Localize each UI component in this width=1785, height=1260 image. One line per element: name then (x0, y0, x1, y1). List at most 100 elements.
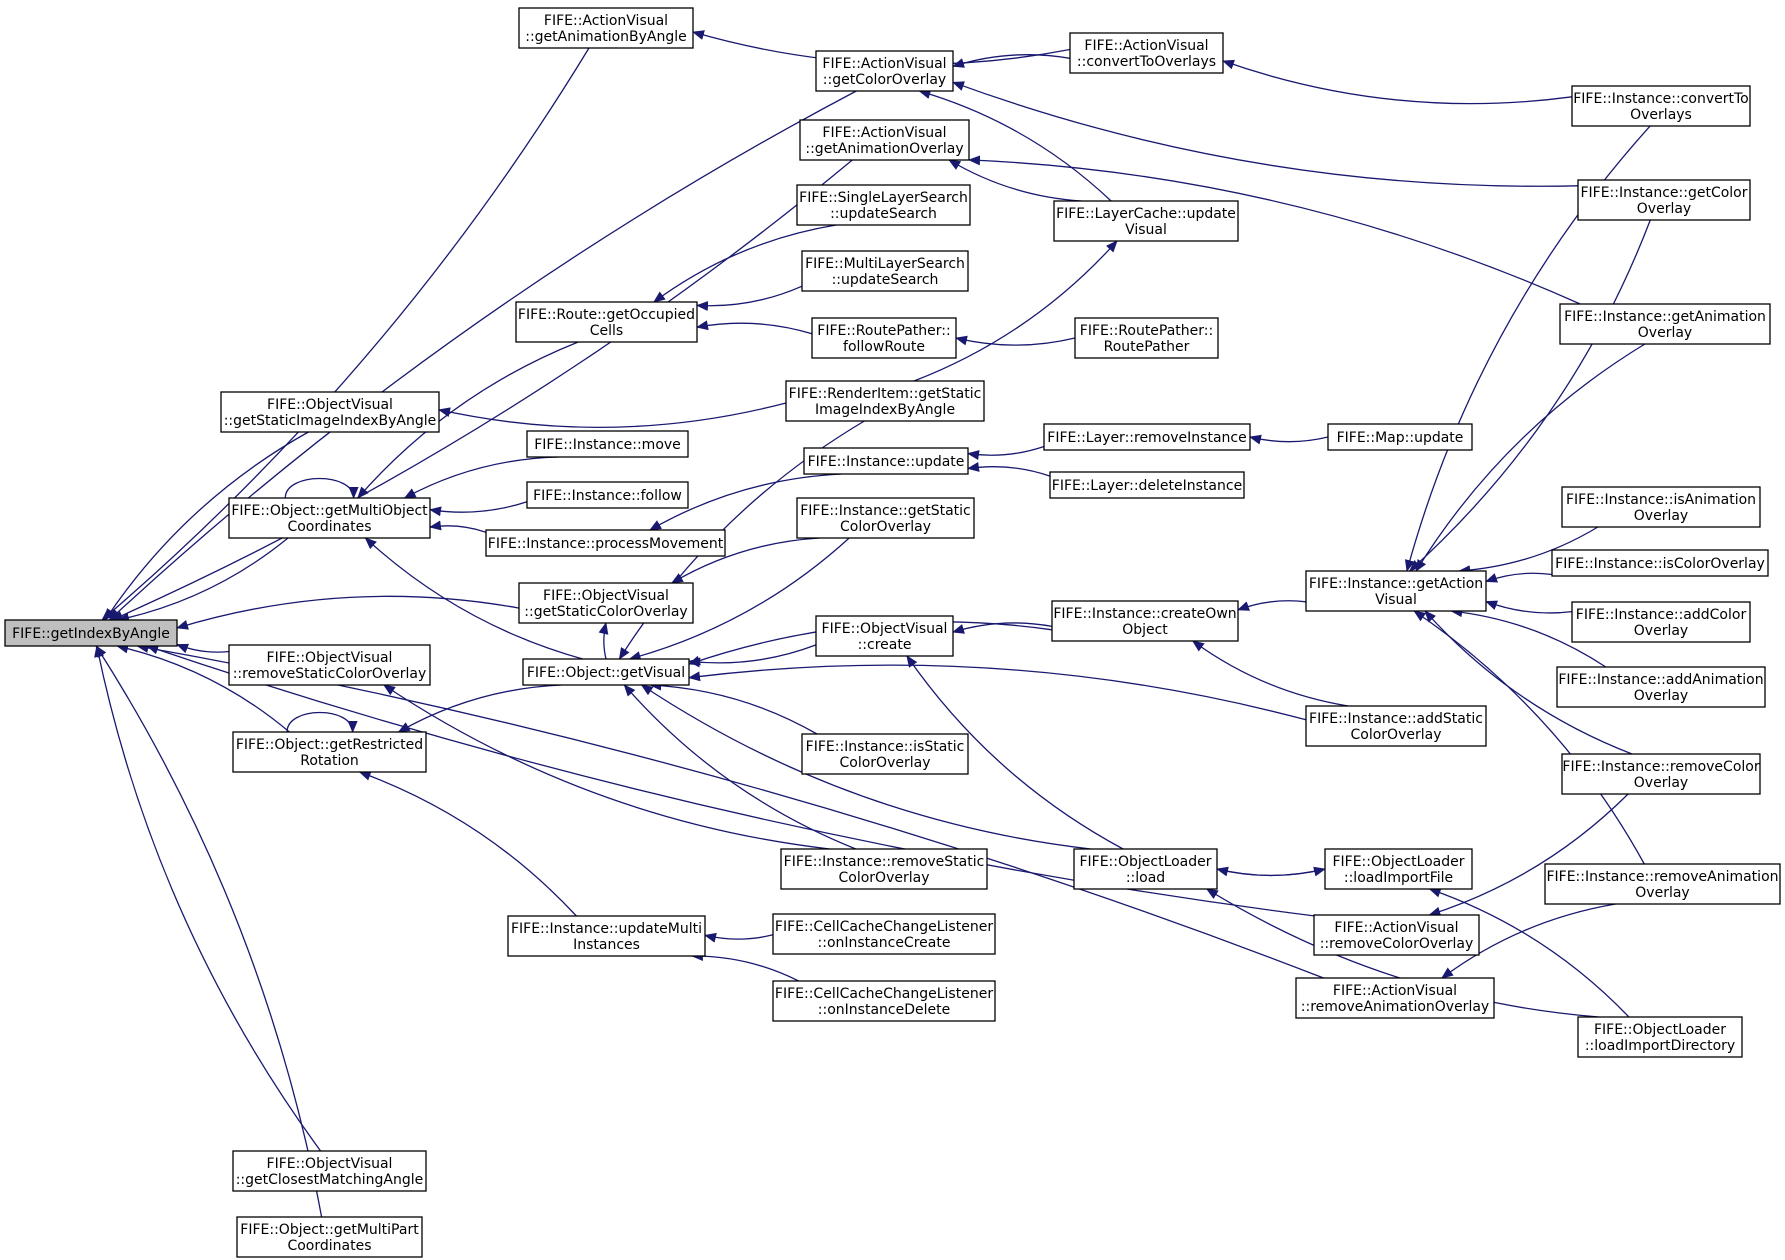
node-fife-getindexbyangle[interactable]: FIFE::getIndexByAngle (4, 619, 178, 647)
node-av-getcoloroverlay[interactable]: FIFE::ActionVisual::getColorOverlay (815, 50, 954, 92)
node-label: FIFE::Instance::convertTo (1573, 91, 1749, 107)
node-label: FIFE::Instance::getAction (1309, 576, 1483, 592)
edge-inst-converttooverlays-to-av-converttooverlays (1222, 59, 1573, 105)
edge-inst-getstaticcoloroverlay-to-ov-getstaticcoloroverlay (670, 537, 820, 584)
node-label: ::onInstanceDelete (818, 1002, 950, 1018)
node-av-converttooverlays[interactable]: FIFE::ActionVisual::convertToOverlays (1069, 32, 1224, 74)
edge-layercache-updatevisual-to-av-getanimationoverlay (948, 159, 1082, 202)
node-av-getanimationbyangle[interactable]: FIFE::ActionVisual::getAnimationByAngle (518, 7, 694, 49)
node-inst-converttooverlays[interactable]: FIFE::Instance::convertToOverlays (1571, 85, 1751, 127)
edge-objectloader-load-to-objectloader-loadimportfile (1216, 866, 1326, 877)
edge-route-getoccupiedcells-to-obj-getmultiobjectcoordinates (357, 341, 579, 499)
node-av-removeanimationoverlay[interactable]: FIFE::ActionVisual::removeAnimationOverl… (1295, 977, 1495, 1019)
edge-inst-addcoloroverlay-to-inst-getactionvisual (1485, 600, 1573, 614)
node-label: Overlays (1630, 107, 1692, 123)
node-label: ::load (1126, 870, 1165, 886)
node-ov-getstaticcoloroverlay[interactable]: FIFE::ObjectVisual::getStaticColorOverla… (518, 582, 694, 624)
node-ov-getclosestmatchingangle[interactable]: FIFE::ObjectVisual::getClosestMatchingAn… (232, 1150, 427, 1192)
node-label: Overlay (1634, 775, 1688, 791)
node-ov-getstaticimageindexbyangle[interactable]: FIFE::ObjectVisual::getStaticImageIndexB… (220, 391, 440, 433)
node-objectloader-loadimportdirectory[interactable]: FIFE::ObjectLoader::loadImportDirectory (1577, 1016, 1743, 1058)
node-box (1043, 423, 1251, 451)
edge (640, 684, 1091, 850)
node-inst-getstaticcoloroverlay[interactable]: FIFE::Instance::getStaticColorOverlay (796, 497, 975, 539)
edge (1415, 343, 1646, 572)
node-label: FIFE::ObjectLoader (1594, 1022, 1726, 1038)
node-box (1073, 848, 1218, 890)
edge (1428, 887, 1630, 1018)
node-map-update[interactable]: FIFE::Map::update (1327, 423, 1473, 451)
node-av-getanimationoverlay[interactable]: FIFE::ActionVisual::getAnimationOverlay (799, 119, 970, 161)
node-inst-removeanimationoverlay[interactable]: FIFE::Instance::removeAnimationOverlay (1544, 863, 1781, 905)
node-inst-follow[interactable]: FIFE::Instance::follow (526, 481, 689, 509)
node-ov-removestaticcoloroverlay[interactable]: FIFE::ObjectVisual::removeStaticColorOve… (228, 644, 431, 686)
node-inst-getanimationoverlay[interactable]: FIFE::Instance::getAnimationOverlay (1559, 303, 1771, 345)
node-cccl-oninstancecreate[interactable]: FIFE::CellCacheChangeListener::onInstanc… (772, 913, 996, 955)
node-label: FIFE::ObjectVisual (267, 397, 393, 413)
node-label: ::removeAnimationOverlay (1301, 999, 1489, 1015)
node-inst-iscoloroverlay[interactable]: FIFE::Instance::isColorOverlay (1551, 549, 1769, 577)
node-label: FIFE::MultiLayerSearch (805, 256, 965, 272)
node-multilayersearch-updatesearch[interactable]: FIFE::MultiLayerSearch::updateSearch (801, 250, 969, 292)
node-label: FIFE::Route::getOccupied (518, 307, 695, 323)
node-inst-update[interactable]: FIFE::Instance::update (803, 447, 969, 475)
node-label: FIFE::Object::getMultiPart (240, 1222, 419, 1238)
node-objectloader-loadimportfile[interactable]: FIFE::ObjectLoader::loadImportFile (1324, 848, 1473, 890)
node-label: FIFE::ObjectVisual (822, 621, 948, 637)
node-label: FIFE::ObjectVisual (543, 588, 669, 604)
node-box (232, 731, 427, 773)
node-label: FIFE::CellCacheChangeListener (775, 986, 993, 1002)
node-singlelayersearch-updatesearch[interactable]: FIFE::SingleLayerSearch::updateSearch (796, 184, 971, 226)
node-routepather-followroute[interactable]: FIFE::RoutePather::followRoute (811, 317, 957, 359)
edge (397, 684, 562, 733)
node-label: FIFE::ActionVisual (1084, 38, 1208, 54)
edge (95, 645, 323, 1218)
node-layer-removeinstance[interactable]: FIFE::Layer::removeInstance (1043, 423, 1251, 451)
node-label: FIFE::Instance::removeColor (1562, 759, 1759, 775)
node-box (1053, 200, 1239, 242)
node-av-removecoloroverlay[interactable]: FIFE::ActionVisual::removeColorOverlay (1313, 914, 1480, 956)
node-ov-create[interactable]: FIFE::ObjectVisual::create (815, 615, 954, 657)
node-box (1069, 32, 1224, 74)
edge (358, 771, 577, 917)
node-inst-move[interactable]: FIFE::Instance::move (526, 430, 689, 458)
edge (952, 81, 1579, 187)
node-cccl-oninstancedelete[interactable]: FIFE::CellCacheChangeListener::onInstanc… (772, 980, 996, 1022)
node-box (515, 301, 698, 343)
node-inst-getcoloroverlay[interactable]: FIFE::Instance::getColorOverlay (1577, 179, 1751, 221)
node-renderitem-getstaticimageindexbyangle[interactable]: FIFE::RenderItem::getStaticImageIndexByA… (785, 380, 985, 422)
node-label: Visual (1375, 592, 1417, 608)
node-routepather-routepather[interactable]: FIFE::RoutePather::RoutePather (1074, 317, 1219, 359)
node-inst-removecoloroverlay[interactable]: FIFE::Instance::removeColorOverlay (1561, 753, 1761, 795)
node-label: FIFE::Instance::removeAnimation (1546, 869, 1778, 885)
node-label: FIFE::Instance::processMovement (488, 536, 724, 552)
edge-inst-addanimationoverlay-to-inst-getactionvisual (1450, 607, 1607, 668)
node-box (1571, 601, 1751, 643)
edge (286, 712, 358, 733)
node-label: FIFE::RoutePather:: (817, 323, 950, 339)
node-label: ::convertToOverlays (1077, 54, 1216, 70)
node-box (1556, 666, 1766, 708)
node-layer-deleteinstance[interactable]: FIFE::Layer::deleteInstance (1049, 471, 1245, 499)
node-inst-processmovement[interactable]: FIFE::Instance::processMovement (485, 529, 726, 557)
node-obj-getvisual[interactable]: FIFE::Object::getVisual (522, 658, 690, 686)
edge-inst-removestaticcoloroverlay-to-obj-getvisual (623, 684, 857, 850)
edge (1485, 600, 1573, 614)
edge (906, 655, 1124, 850)
node-objectloader-load[interactable]: FIFE::ObjectLoader::load (1073, 848, 1218, 890)
node-inst-removestaticcoloroverlay[interactable]: FIFE::Instance::removeStaticColorOverlay (780, 848, 988, 890)
node-box (1571, 85, 1751, 127)
